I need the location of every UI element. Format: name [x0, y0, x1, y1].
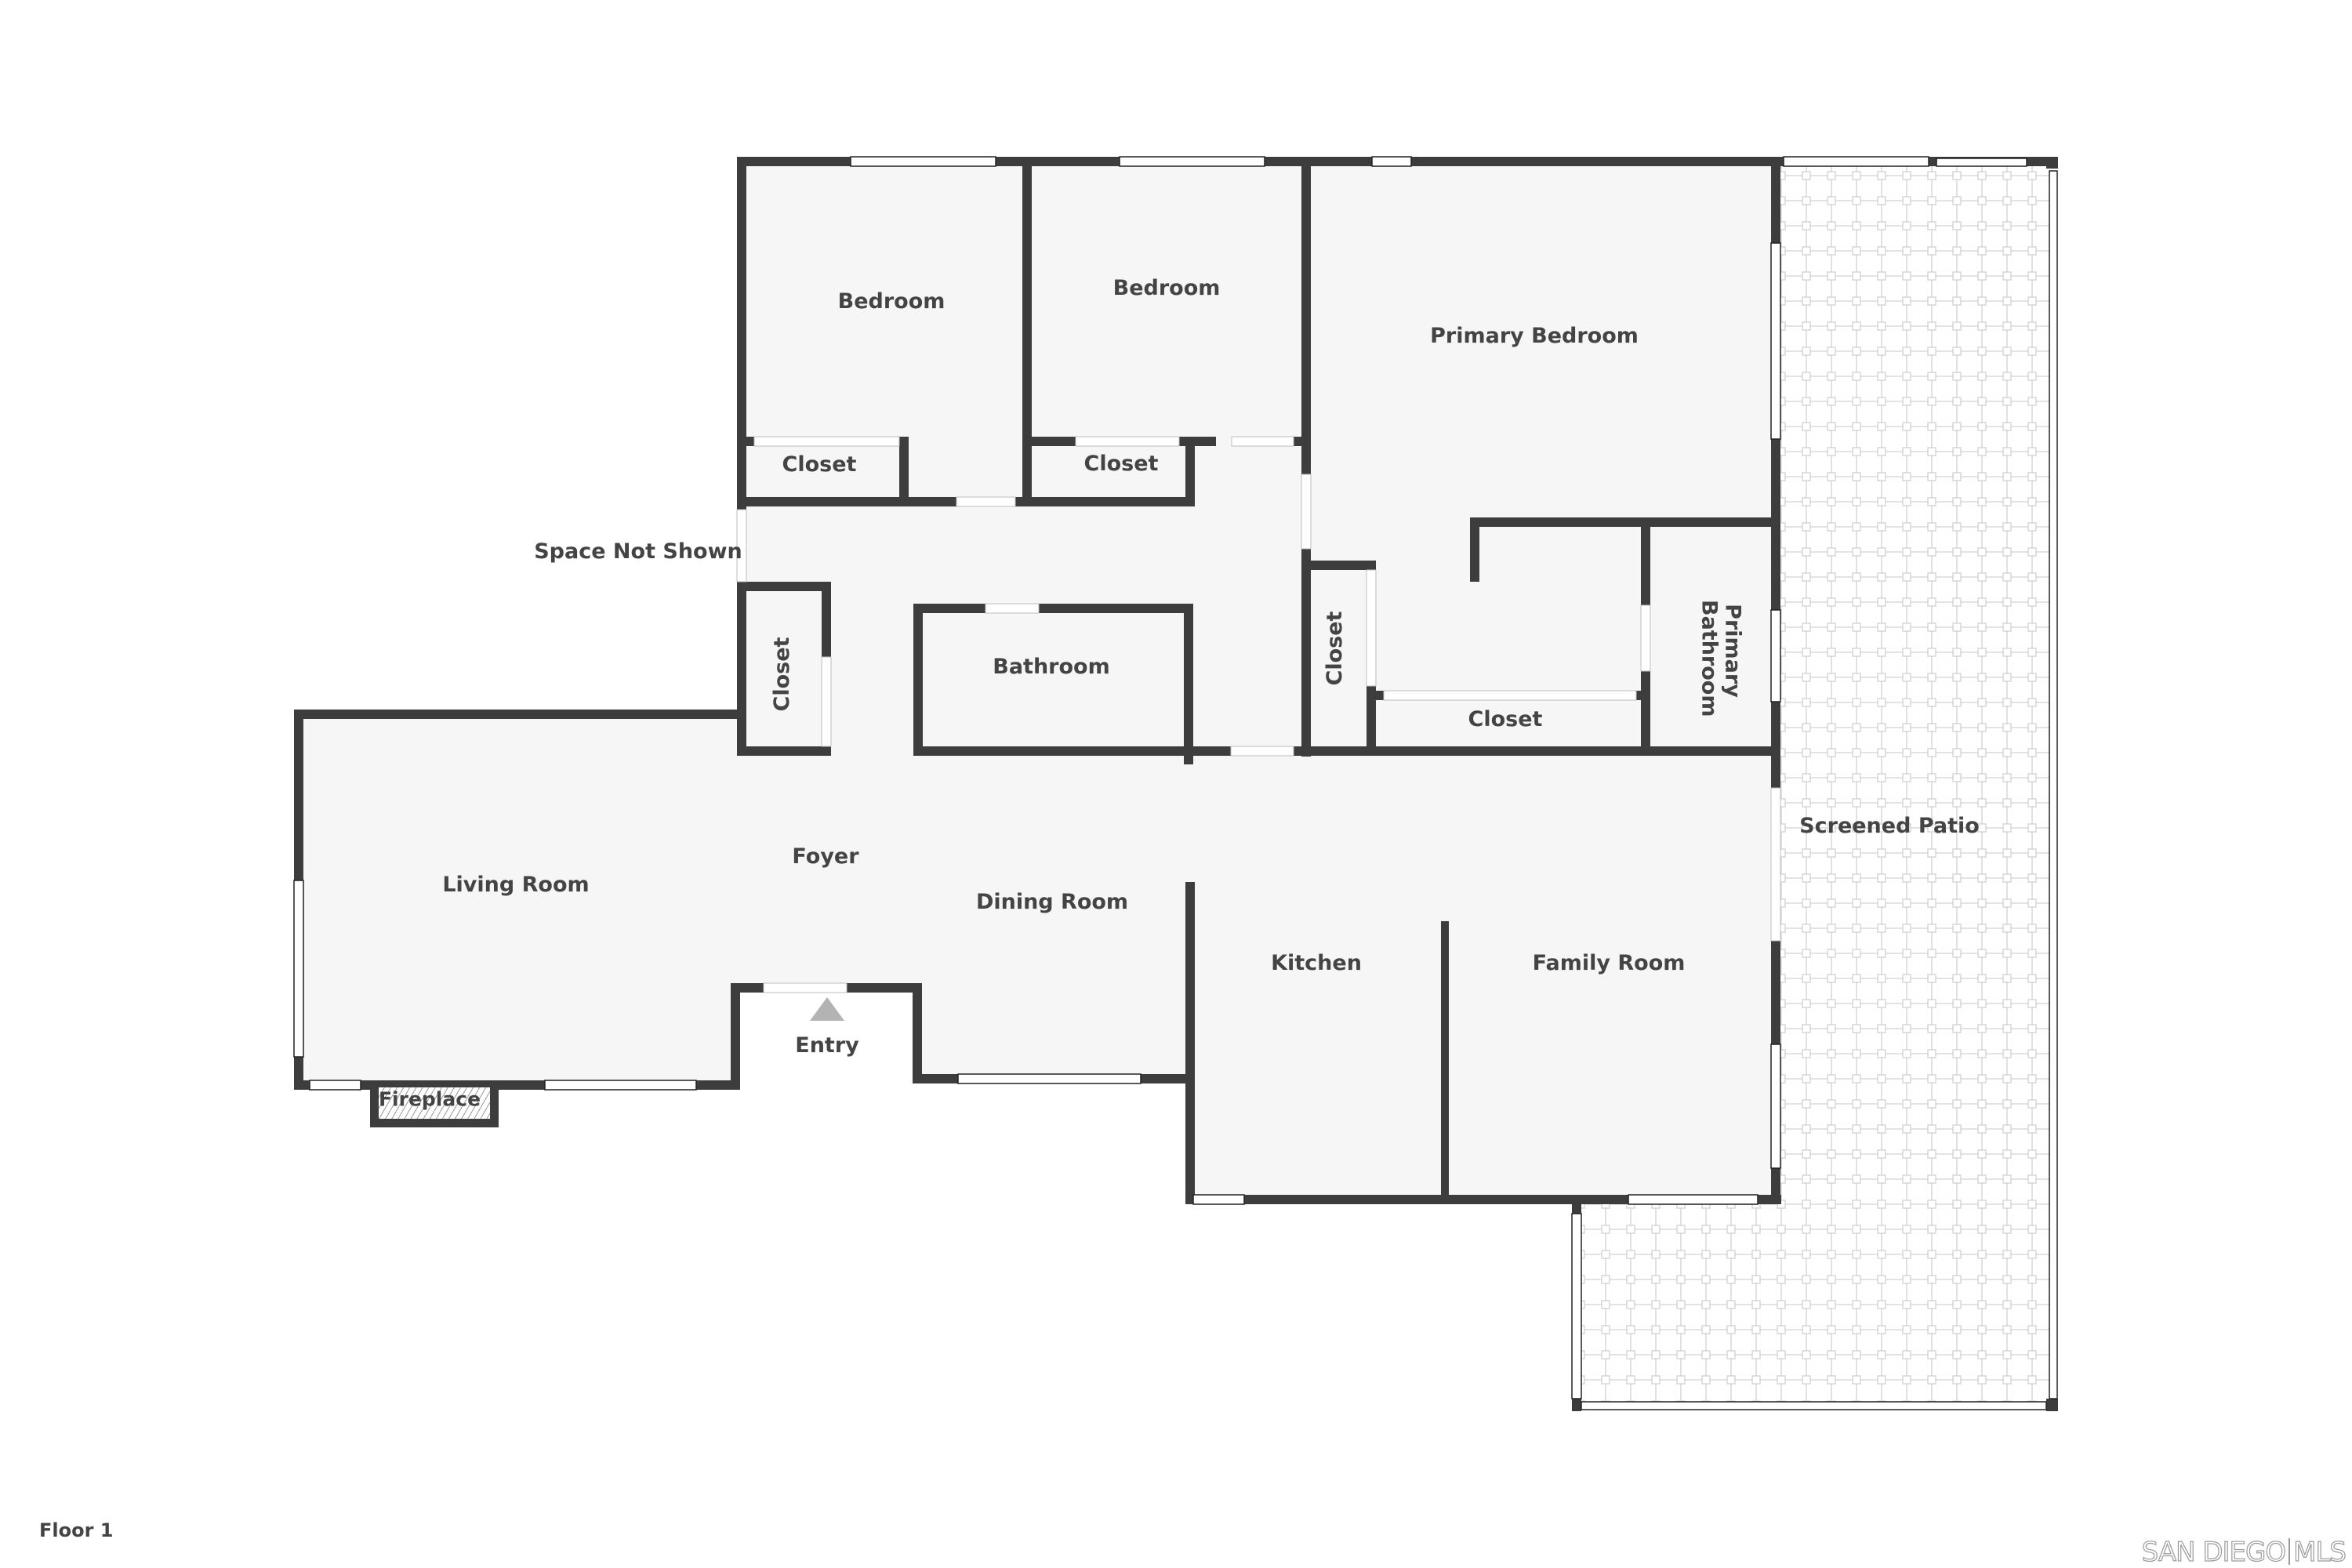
room-label-closet-bedroom-2: Closet [1083, 452, 1159, 477]
room-label-fireplace: Fireplace [378, 1087, 481, 1111]
room-label-space-not-shown: Space Not Shown [534, 539, 742, 564]
room-label-primary-bedroom: Primary Bedroom [1430, 324, 1639, 349]
room-label-living-room: Living Room [442, 873, 590, 898]
walls [294, 157, 2058, 1411]
floor-label: Floor 1 [39, 1519, 114, 1541]
room-label-bedroom-1: Bedroom [837, 289, 946, 314]
room-label-primary-bathroom: Primary Bathroom [1697, 600, 1745, 717]
room-label-dining-room: Dining Room [975, 890, 1129, 915]
fireplace-hatch [379, 1087, 490, 1119]
room-label-closet-primary-vertical: Closet [1323, 611, 1348, 686]
door-openings [736, 436, 1781, 993]
brand-separator [2288, 1538, 2291, 1565]
floor-areas [299, 162, 2054, 1408]
room-label-entry: Entry [795, 1033, 859, 1058]
room-label-screened-patio: Screened Patio [1799, 814, 1980, 839]
room-label-foyer: Foyer [792, 844, 859, 869]
room-label-closet-bedroom-1: Closet [782, 452, 857, 477]
windows [293, 156, 2058, 1410]
room-label-bathroom: Bathroom [993, 655, 1110, 680]
room-label-family-room: Family Room [1532, 951, 1686, 976]
room-label-closet-primary-horizontal: Closet [1468, 707, 1543, 732]
room-label-kitchen: Kitchen [1271, 951, 1362, 976]
entry-arrow-icon [810, 997, 844, 1021]
brand-left: SAN DIEGO [2141, 1536, 2287, 1568]
brand-right: MLS [2293, 1536, 2347, 1568]
room-label-bedroom-2: Bedroom [1112, 276, 1221, 301]
room-label-closet-hall: Closet [770, 637, 795, 712]
